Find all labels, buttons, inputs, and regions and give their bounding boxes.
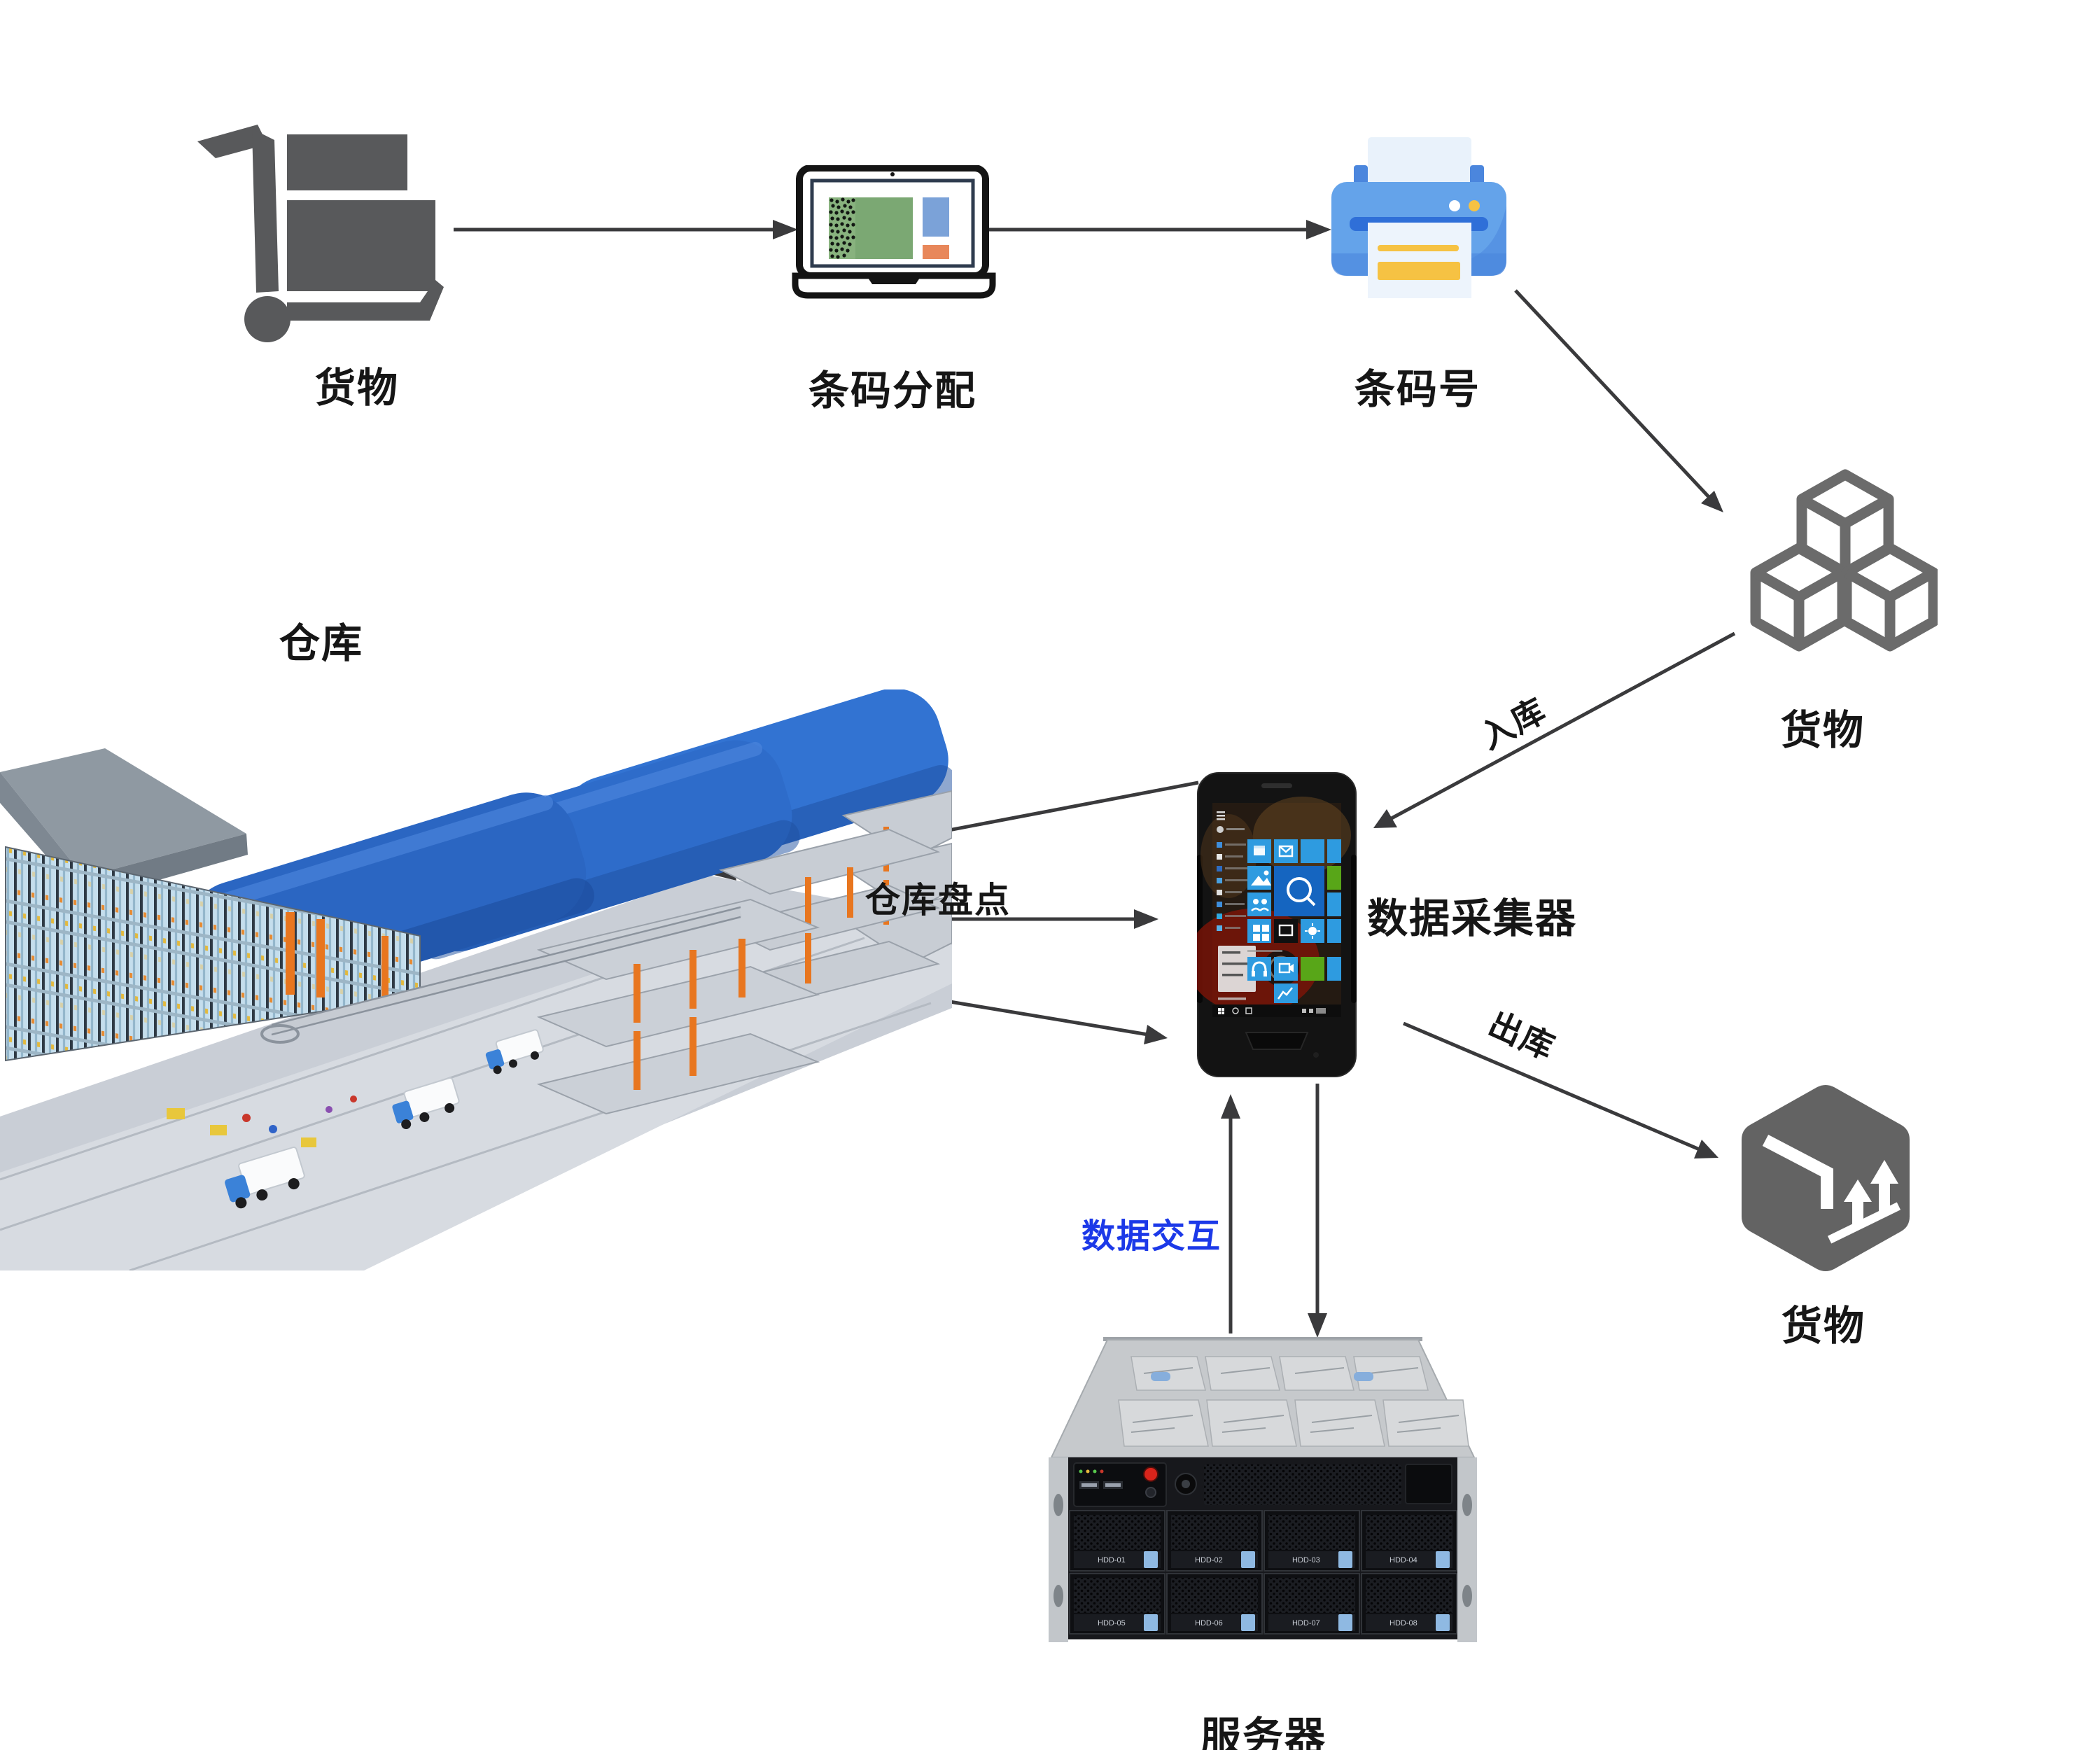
laptop-screen-content bbox=[829, 197, 949, 259]
package-box-icon bbox=[1742, 1085, 1910, 1271]
label-barcode-allocation: 条码分配 bbox=[808, 368, 977, 414]
label-goods-top: 货物 bbox=[314, 365, 400, 411]
platform-stacks bbox=[536, 790, 952, 1115]
bay-label: HDD-07 bbox=[1292, 1619, 1320, 1628]
bay-label: HDD-02 bbox=[1195, 1556, 1223, 1564]
label-goods-right: 货物 bbox=[1780, 708, 1865, 753]
start-tiles bbox=[1247, 839, 1341, 1003]
hand-truck-icon bbox=[197, 125, 444, 342]
device-screen bbox=[1197, 797, 1351, 1017]
warehouse-illustration bbox=[0, 690, 952, 1270]
label-stocktake: 仓库盘点 bbox=[865, 881, 1011, 920]
bay-label: HDD-05 bbox=[1098, 1619, 1126, 1628]
server-drive-bays: HDD-01 HDD-02 HDD-03 HDD-0 bbox=[1069, 1510, 1457, 1634]
label-warehouse: 仓库 bbox=[279, 621, 364, 666]
bay-label: HDD-04 bbox=[1390, 1556, 1418, 1564]
label-data-collector: 数据采集器 bbox=[1366, 896, 1578, 941]
trucks bbox=[225, 1029, 544, 1209]
label-server: 服务器 bbox=[1200, 1714, 1327, 1750]
bay-label: HDD-01 bbox=[1098, 1556, 1126, 1564]
label-barcode-number: 条码号 bbox=[1354, 367, 1481, 412]
dock-details bbox=[167, 1096, 357, 1147]
label-data-exchange: 数据交互 bbox=[1081, 1218, 1222, 1255]
server-top-clips bbox=[1151, 1372, 1373, 1381]
laptop-icon bbox=[792, 165, 996, 299]
printer-icon bbox=[1331, 137, 1506, 298]
data-collector-device bbox=[1197, 772, 1357, 1077]
label-goods-bottom: 货物 bbox=[1781, 1303, 1866, 1349]
cubes-icon bbox=[1750, 469, 1938, 652]
server-illustration: HDD-01 HDD-02 HDD-03 HDD-0 bbox=[1049, 1337, 1477, 1642]
bay-label: HDD-03 bbox=[1292, 1556, 1320, 1564]
bay-label: HDD-06 bbox=[1195, 1619, 1223, 1628]
bay-label: HDD-08 bbox=[1390, 1619, 1418, 1628]
device-taskbar bbox=[1212, 1004, 1341, 1017]
server-controls bbox=[1073, 1462, 1197, 1507]
conveyor bbox=[260, 906, 742, 1044]
server-top-labels bbox=[1118, 1356, 1469, 1447]
rack-building bbox=[0, 748, 421, 1062]
